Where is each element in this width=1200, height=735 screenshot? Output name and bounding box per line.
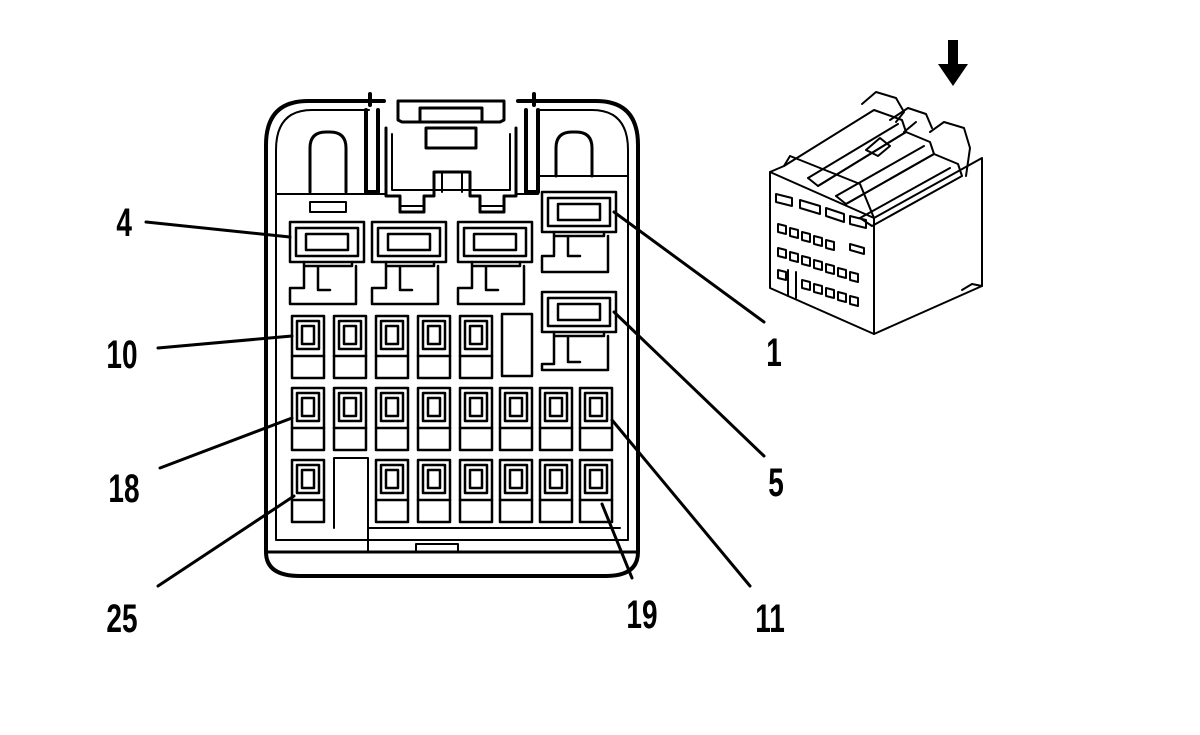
pin-label-19: 19 [626, 593, 657, 637]
housing-inner-outline [275, 109, 629, 541]
small-terminal [290, 314, 326, 380]
small-terminal [458, 458, 494, 524]
leader-line-19 [600, 502, 634, 580]
connector-3d-cavities [775, 193, 867, 307]
connector-3d-view [769, 40, 983, 335]
blank-cavity [500, 312, 534, 378]
leader-line-25 [156, 494, 296, 588]
small-terminal [332, 386, 368, 452]
pin-label-1: 1 [766, 331, 782, 375]
small-terminal [290, 386, 326, 452]
connector-face [264, 92, 640, 578]
small-terminal [416, 458, 452, 524]
leader-line-18 [158, 416, 294, 470]
small-terminal [498, 386, 534, 452]
small-terminal [374, 386, 410, 452]
large-terminals [288, 190, 618, 372]
large-terminal [370, 220, 448, 306]
latch-assembly [364, 92, 540, 214]
polarization-slot [309, 201, 347, 213]
leader-line-10 [156, 334, 294, 350]
blank-cavity-row4 [333, 457, 369, 529]
leader-line-1 [612, 210, 766, 324]
large-terminal [456, 220, 534, 306]
pin-label-5: 5 [768, 461, 784, 505]
pin-label-25: 25 [106, 597, 137, 641]
pin-labels: 4 10 18 25 1 5 19 11 [106, 201, 784, 641]
small-terminal [458, 386, 494, 452]
pin-label-11: 11 [755, 597, 785, 641]
small-terminal [374, 458, 410, 524]
large-terminal-pin-5 [540, 290, 618, 372]
leader-line-5 [612, 310, 766, 458]
leader-line-11 [610, 418, 752, 588]
small-terminal [498, 458, 534, 524]
small-terminal [538, 458, 574, 524]
guide-slot-right [554, 130, 594, 178]
leader-line-4 [144, 220, 292, 239]
small-terminal [416, 314, 452, 380]
small-terminal [332, 314, 368, 380]
small-terminal [374, 314, 410, 380]
small-terminal [578, 386, 614, 452]
housing-outline [264, 99, 640, 578]
small-terminal [290, 458, 326, 524]
pin-label-18: 18 [108, 467, 139, 511]
large-terminal [288, 220, 366, 306]
small-terminal [538, 386, 574, 452]
small-terminals [290, 314, 614, 524]
pin-label-4: 4 [116, 201, 132, 245]
large-terminal-pin-1 [540, 190, 618, 274]
connector-3d-right-face [873, 157, 983, 335]
small-terminal [458, 314, 494, 380]
pin-label-10: 10 [106, 333, 137, 377]
leader-lines [144, 210, 766, 588]
small-terminal [416, 386, 452, 452]
small-terminal [578, 458, 614, 524]
insertion-direction-arrow-icon [938, 40, 968, 86]
face-divider-line [275, 175, 629, 195]
guide-slot-left [308, 130, 348, 194]
